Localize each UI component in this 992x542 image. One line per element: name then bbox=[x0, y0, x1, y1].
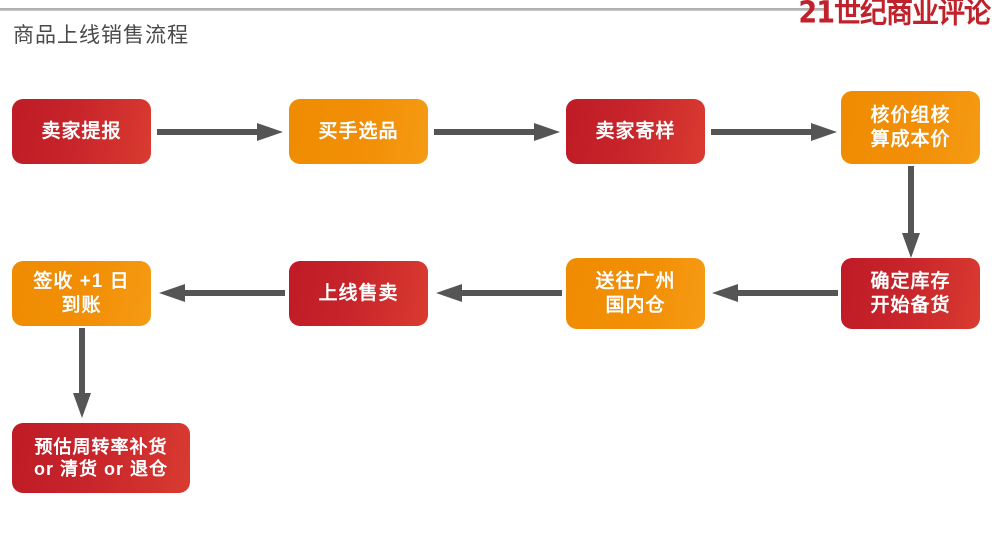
page-title: 商品上线销售流程 bbox=[13, 24, 189, 47]
header-divider-line bbox=[0, 8, 826, 11]
brand-logo: 21世纪商业评论 bbox=[798, 0, 991, 31]
flow-node-turnover-action[interactable]: 预估周转率补货 or 清货 or 退仓 bbox=[12, 423, 190, 493]
flow-node-buyer-select[interactable]: 买手选品 bbox=[289, 99, 428, 164]
arrow-n7-to-n8 bbox=[159, 283, 285, 303]
flow-node-seller-sample[interactable]: 卖家寄样 bbox=[566, 99, 705, 164]
flow-node-seller-submit[interactable]: 卖家提报 bbox=[12, 99, 151, 164]
arrow-n1-to-n2 bbox=[157, 122, 283, 142]
arrow-n5-to-n6 bbox=[712, 283, 838, 303]
arrow-n2-to-n3 bbox=[434, 122, 560, 142]
flow-node-online-sale[interactable]: 上线售卖 bbox=[289, 261, 428, 326]
flow-node-receipt-payment[interactable]: 签收 +1 日 到账 bbox=[12, 261, 151, 326]
arrow-n3-to-n4 bbox=[711, 122, 837, 142]
arrow-n4-to-n5 bbox=[901, 166, 921, 258]
flow-node-confirm-stock[interactable]: 确定库存 开始备货 bbox=[841, 258, 980, 329]
arrow-n8-to-n9 bbox=[72, 328, 92, 418]
arrow-n6-to-n7 bbox=[436, 283, 562, 303]
flow-node-pricing-cost[interactable]: 核价组核 算成本价 bbox=[841, 91, 980, 164]
flow-node-ship-guangzhou[interactable]: 送往广州 国内仓 bbox=[566, 258, 705, 329]
